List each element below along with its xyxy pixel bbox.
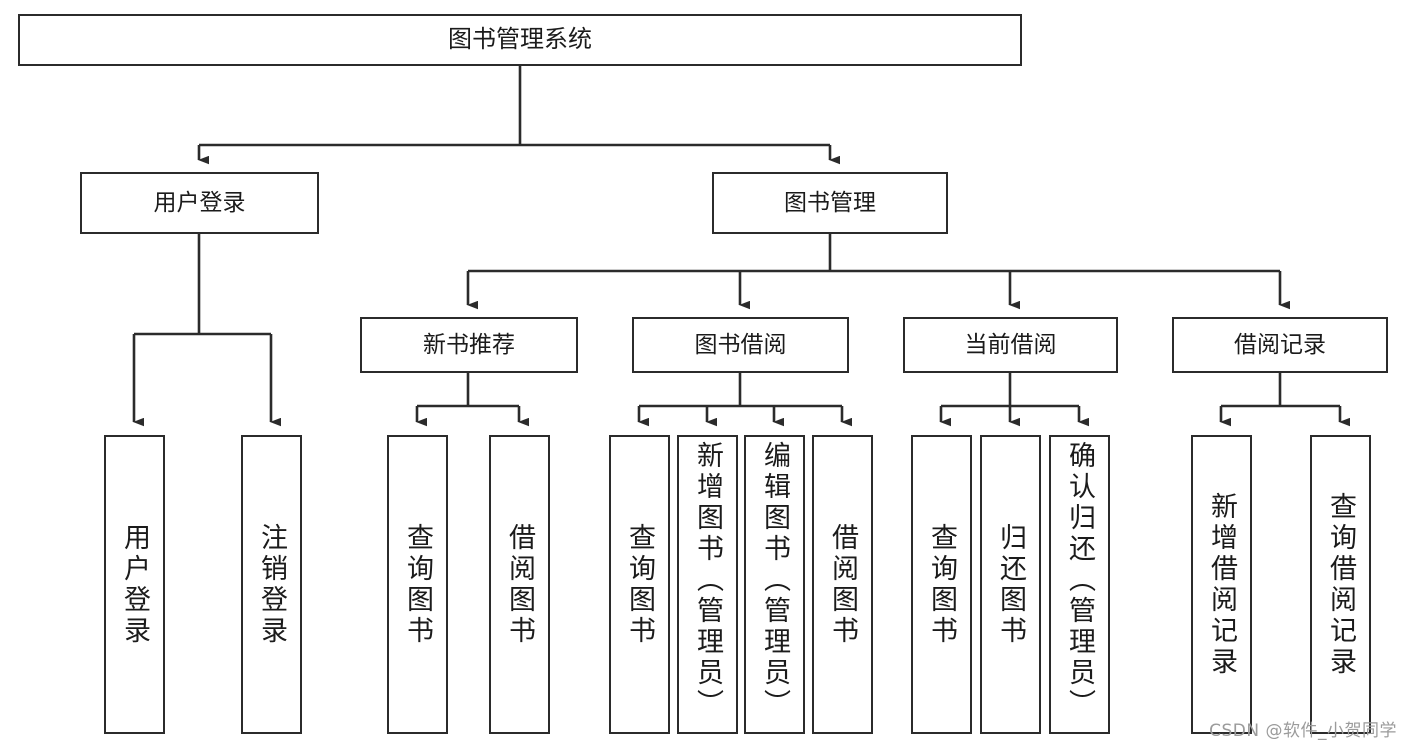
leaf-borrow-borrow-book[interactable]: 借阅图书 xyxy=(812,435,873,734)
leaf-borrow-edit-book-admin[interactable]: 编辑图书（管理员） xyxy=(744,435,805,734)
leaf-borrow-query-book[interactable]: 查询图书 xyxy=(609,435,670,734)
leaf-record-add-record[interactable]: 新增借阅记录 xyxy=(1191,435,1252,734)
node-book-borrow[interactable]: 图书借阅 xyxy=(632,317,849,373)
node-label: 借阅图书 xyxy=(504,522,535,647)
node-label: 归还图书 xyxy=(995,522,1026,647)
node-root-system[interactable]: 图书管理系统 xyxy=(18,14,1022,66)
node-label: 查询图书 xyxy=(402,522,433,647)
node-label: 新书推荐 xyxy=(423,331,515,358)
node-label: 新增图书（管理员） xyxy=(692,441,723,720)
node-new-book-recommend[interactable]: 新书推荐 xyxy=(360,317,578,373)
node-label: 查询图书 xyxy=(624,522,655,647)
node-label: 查询借阅记录 xyxy=(1325,491,1356,678)
node-label: 图书管理系统 xyxy=(448,25,592,54)
leaf-current-return-book[interactable]: 归还图书 xyxy=(980,435,1041,734)
node-label: 新增借阅记录 xyxy=(1206,491,1237,678)
leaf-current-query-book[interactable]: 查询图书 xyxy=(911,435,972,734)
node-user-login[interactable]: 用户登录 xyxy=(80,172,319,234)
leaf-recommend-query-book[interactable]: 查询图书 xyxy=(387,435,448,734)
node-borrow-record[interactable]: 借阅记录 xyxy=(1172,317,1388,373)
node-label: 借阅图书 xyxy=(827,522,858,647)
watermark-text: CSDN @软件_小贺同学 xyxy=(1209,721,1397,741)
leaf-current-confirm-return-admin[interactable]: 确认归还（管理员） xyxy=(1049,435,1110,734)
node-book-management[interactable]: 图书管理 xyxy=(712,172,948,234)
node-label: 确认归还（管理员） xyxy=(1064,441,1095,720)
node-current-borrow[interactable]: 当前借阅 xyxy=(903,317,1118,373)
node-label: 当前借阅 xyxy=(964,331,1057,358)
node-label: 图书借阅 xyxy=(694,331,787,358)
leaf-user-login-logout[interactable]: 注销登录 xyxy=(241,435,302,734)
leaf-recommend-borrow-book[interactable]: 借阅图书 xyxy=(489,435,550,734)
leaf-record-query-record[interactable]: 查询借阅记录 xyxy=(1310,435,1371,734)
leaf-borrow-add-book-admin[interactable]: 新增图书（管理员） xyxy=(677,435,738,734)
node-label: 用户登录 xyxy=(153,189,246,216)
node-label: 查询图书 xyxy=(926,522,957,647)
node-label: 图书管理 xyxy=(784,189,876,216)
node-label: 注销登录 xyxy=(256,522,287,647)
node-label: 用户登录 xyxy=(119,522,150,647)
node-label: 编辑图书（管理员） xyxy=(759,441,790,720)
node-label: 借阅记录 xyxy=(1234,331,1326,358)
leaf-user-login-login[interactable]: 用户登录 xyxy=(104,435,165,734)
